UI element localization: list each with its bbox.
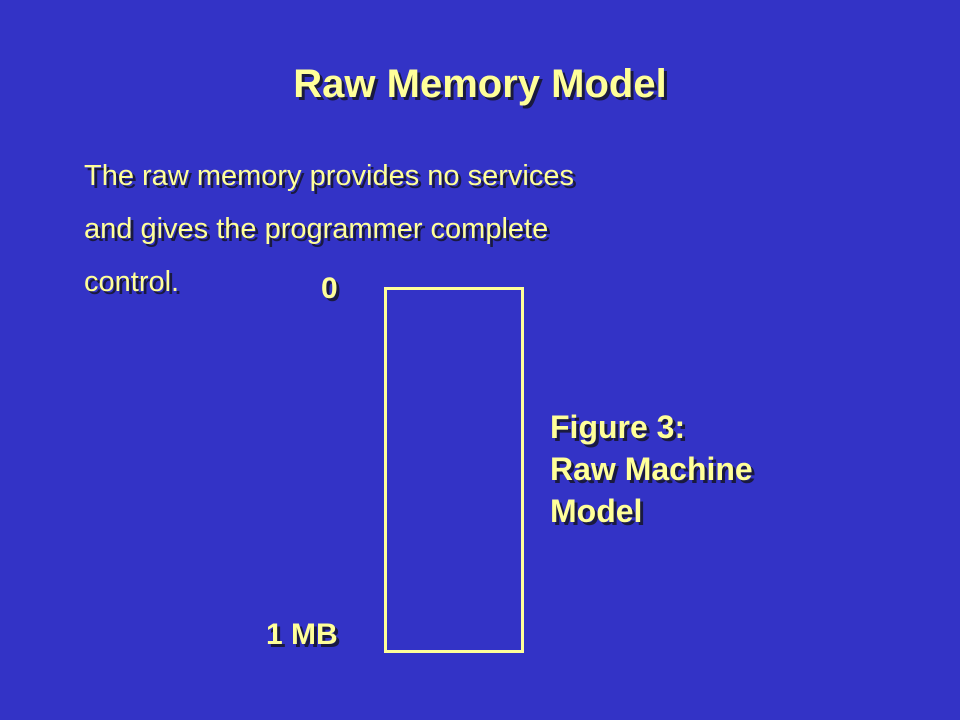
caption-line: Model xyxy=(550,493,643,529)
caption-line: Raw Machine xyxy=(550,451,753,487)
memory-block xyxy=(384,287,524,653)
body-line: and gives the programmer complete xyxy=(84,213,549,245)
bottom-address-label: 1 MB xyxy=(266,618,338,651)
body-line: The raw memory provides no services xyxy=(84,160,574,192)
body-text: The raw memory provides no services and … xyxy=(84,150,574,309)
top-address-label: 0 xyxy=(321,272,338,305)
body-line: control. xyxy=(84,266,180,298)
slide-title: Raw Memory Model xyxy=(293,62,667,106)
figure-caption: Figure 3: Raw Machine Model xyxy=(550,406,753,532)
caption-line: Figure 3: xyxy=(550,409,686,445)
